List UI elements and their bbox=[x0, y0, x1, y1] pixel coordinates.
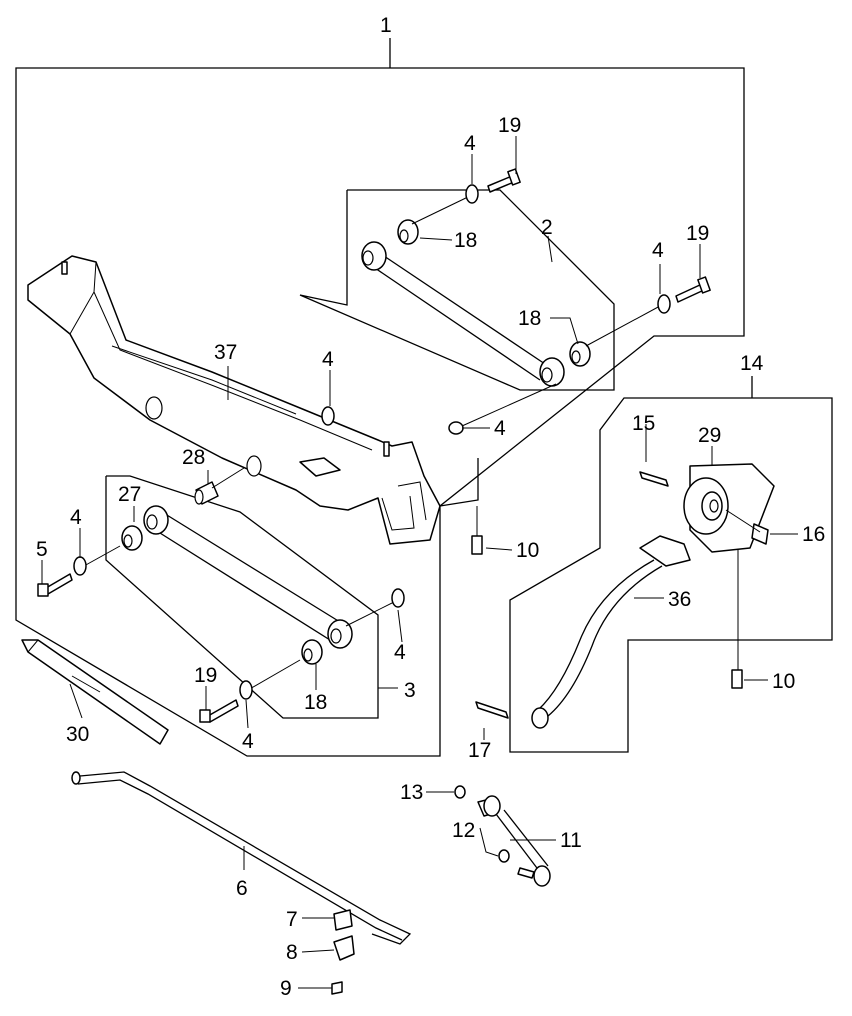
callout-30: 30 bbox=[66, 723, 89, 746]
callout-27: 27 bbox=[118, 483, 141, 506]
lower-arm-3 bbox=[83, 505, 399, 691]
callout-4: 4 bbox=[322, 348, 334, 371]
callout-10: 10 bbox=[516, 539, 539, 562]
bolt-10 bbox=[471, 506, 768, 689]
leader-lines bbox=[79, 136, 798, 989]
callout-18: 18 bbox=[304, 691, 327, 714]
callout-15: 15 bbox=[632, 412, 655, 435]
callout-4: 4 bbox=[652, 239, 664, 262]
callout-28: 28 bbox=[182, 446, 205, 469]
callout-3: 3 bbox=[404, 679, 416, 702]
bolts bbox=[37, 168, 711, 723]
callout-16: 16 bbox=[802, 523, 825, 546]
callout-5: 5 bbox=[36, 538, 48, 561]
bushing-28 bbox=[194, 467, 245, 505]
callout-19: 19 bbox=[498, 114, 521, 137]
callout-19: 19 bbox=[686, 222, 709, 245]
bushing-bracket bbox=[331, 909, 355, 995]
callout-18: 18 bbox=[454, 229, 477, 252]
callout-labels: 1 2 3 4 4 4 4 4 4 4 5 6 7 8 9 10 10 11 1… bbox=[36, 14, 825, 1000]
upper-arm-2 bbox=[361, 195, 661, 427]
crossmember bbox=[27, 255, 441, 545]
callout-4: 4 bbox=[70, 506, 82, 529]
callout-12: 12 bbox=[452, 819, 475, 842]
group-frames bbox=[15, 38, 833, 757]
trailing-link-14 bbox=[475, 424, 775, 729]
callout-2: 2 bbox=[541, 216, 553, 239]
callout-9: 9 bbox=[280, 977, 292, 1000]
callout-10: 10 bbox=[772, 670, 795, 693]
end-link bbox=[454, 785, 551, 887]
callout-29: 29 bbox=[698, 424, 721, 447]
callout-11: 11 bbox=[560, 829, 582, 852]
callout-7: 7 bbox=[286, 908, 298, 931]
callout-17: 17 bbox=[468, 739, 491, 762]
stabilizer-bar-6 bbox=[71, 771, 412, 945]
callout-4: 4 bbox=[494, 417, 506, 440]
callout-4: 4 bbox=[464, 132, 476, 155]
washers bbox=[73, 184, 671, 700]
callout-4: 4 bbox=[242, 730, 254, 753]
tube-30 bbox=[21, 639, 169, 745]
callout-19: 19 bbox=[194, 664, 217, 687]
callout-13: 13 bbox=[400, 781, 423, 804]
callout-6: 6 bbox=[236, 877, 248, 900]
callout-14: 14 bbox=[740, 352, 764, 375]
callout-8: 8 bbox=[286, 941, 298, 964]
callout-1: 1 bbox=[380, 14, 392, 37]
callout-37: 37 bbox=[214, 341, 237, 364]
callout-36: 36 bbox=[668, 588, 691, 611]
callout-4: 4 bbox=[394, 641, 406, 664]
callout-18: 18 bbox=[518, 307, 541, 330]
